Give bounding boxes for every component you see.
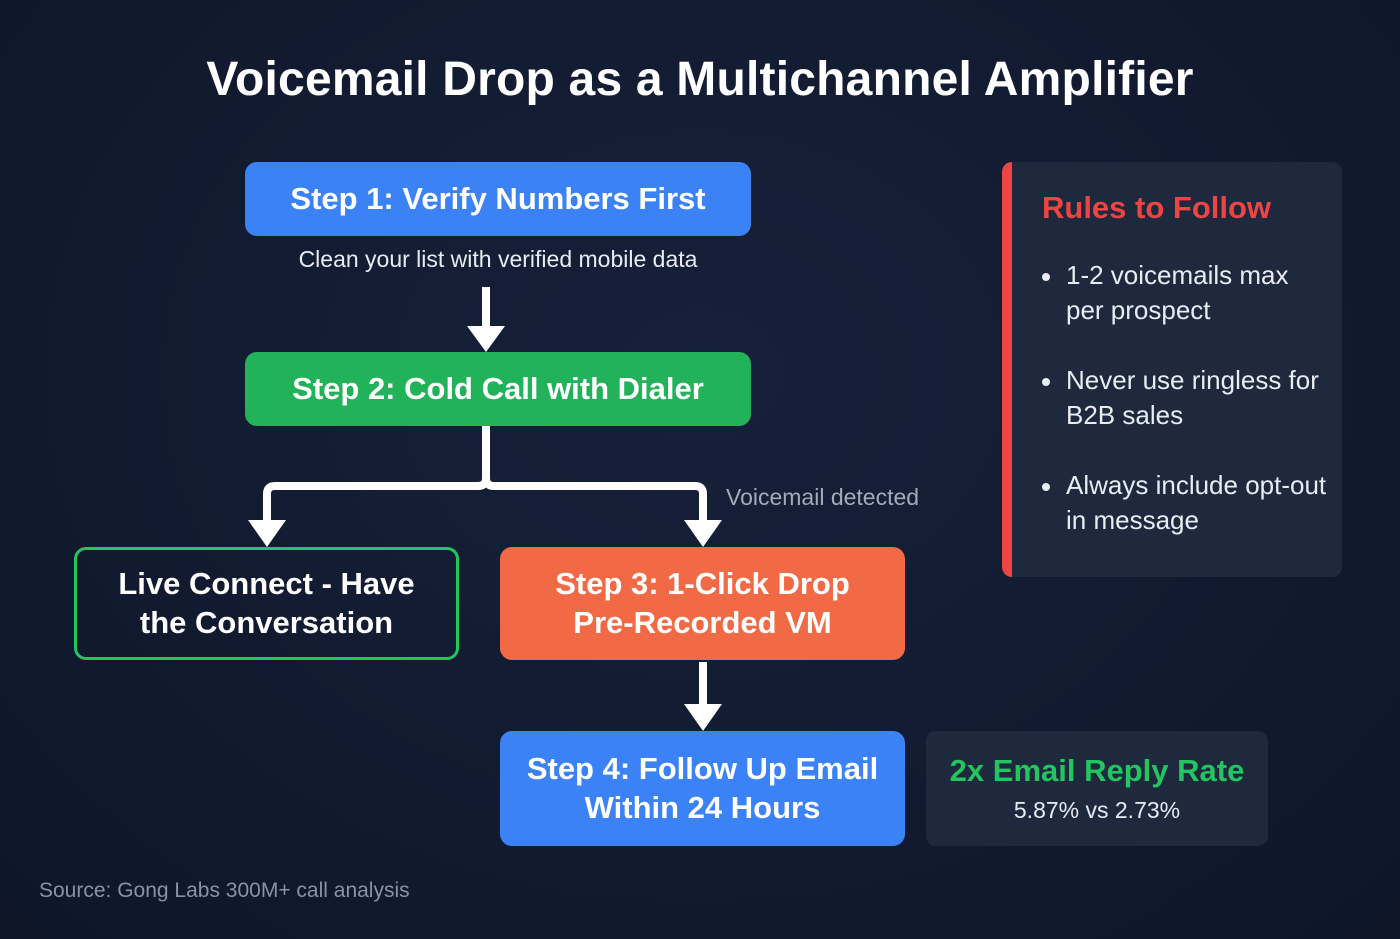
step1-label: Step 1: Verify Numbers First: [290, 180, 706, 216]
arrowhead-step2: [467, 326, 505, 352]
bullet-icon: [1042, 483, 1050, 491]
source-note: Source: Gong Labs 300M+ call analysis: [39, 879, 410, 902]
bullet-icon: [1042, 378, 1050, 386]
rule-item: Never use ringless for B2B sales: [1042, 363, 1332, 433]
step2-label: Step 2: Cold Call with Dialer: [292, 370, 704, 406]
step3-line2: Pre-Recorded VM: [573, 604, 832, 640]
live-connect-line2: the Conversation: [139, 604, 394, 640]
rule-text: Never use ringless for B2B sales: [1066, 365, 1319, 430]
step1-box: Step 1: Verify Numbers First: [245, 162, 751, 236]
rule-item: Always include opt-out in message: [1042, 468, 1332, 538]
arrowhead-step3: [684, 520, 722, 547]
arrowhead-step4: [684, 704, 722, 731]
arrowhead-live-connect: [248, 520, 286, 547]
step4-line1: Step 4: Follow Up Email: [526, 750, 879, 786]
rules-title: Rules to Follow: [1042, 190, 1272, 225]
branch-trunk: [263, 426, 490, 524]
step3-box: Step 3: 1-Click Drop Pre-Recorded VM: [500, 547, 905, 660]
step3-line1: Step 3: 1-Click Drop: [555, 565, 850, 601]
stat-detail: 5.87% vs 2.73%: [1013, 797, 1181, 823]
voicemail-detected-label: Voicemail detected: [726, 484, 920, 510]
reply-rate-stat: 2x Email Reply Rate 5.87% vs 2.73%: [926, 731, 1268, 846]
step1-note: Clean your list with verified mobile dat…: [298, 246, 698, 272]
rule-item: 1-2 voicemails max per prospect: [1042, 258, 1332, 328]
live-connect-line1: Live Connect - Have: [118, 565, 415, 601]
branch-right: [482, 477, 707, 524]
diagram-title: Voicemail Drop as a Multichannel Amplifi…: [206, 53, 1194, 106]
step4-box: Step 4: Follow Up Email Within 24 Hours: [500, 731, 905, 846]
stat-headline: 2x Email Reply Rate: [949, 753, 1245, 788]
rules-list: 1-2 voicemails max per prospect Never us…: [1042, 258, 1342, 538]
rule-text: 1-2 voicemails max per prospect: [1066, 260, 1289, 325]
step2-box: Step 2: Cold Call with Dialer: [245, 352, 751, 426]
bullet-icon: [1042, 273, 1050, 281]
rule-text: Always include opt-out in message: [1066, 470, 1327, 535]
step4-line2: Within 24 Hours: [584, 789, 821, 825]
live-connect-box: Live Connect - Have the Conversation: [74, 547, 459, 660]
rules-panel: Rules to Follow 1-2 voicemails max per p…: [1002, 162, 1342, 577]
